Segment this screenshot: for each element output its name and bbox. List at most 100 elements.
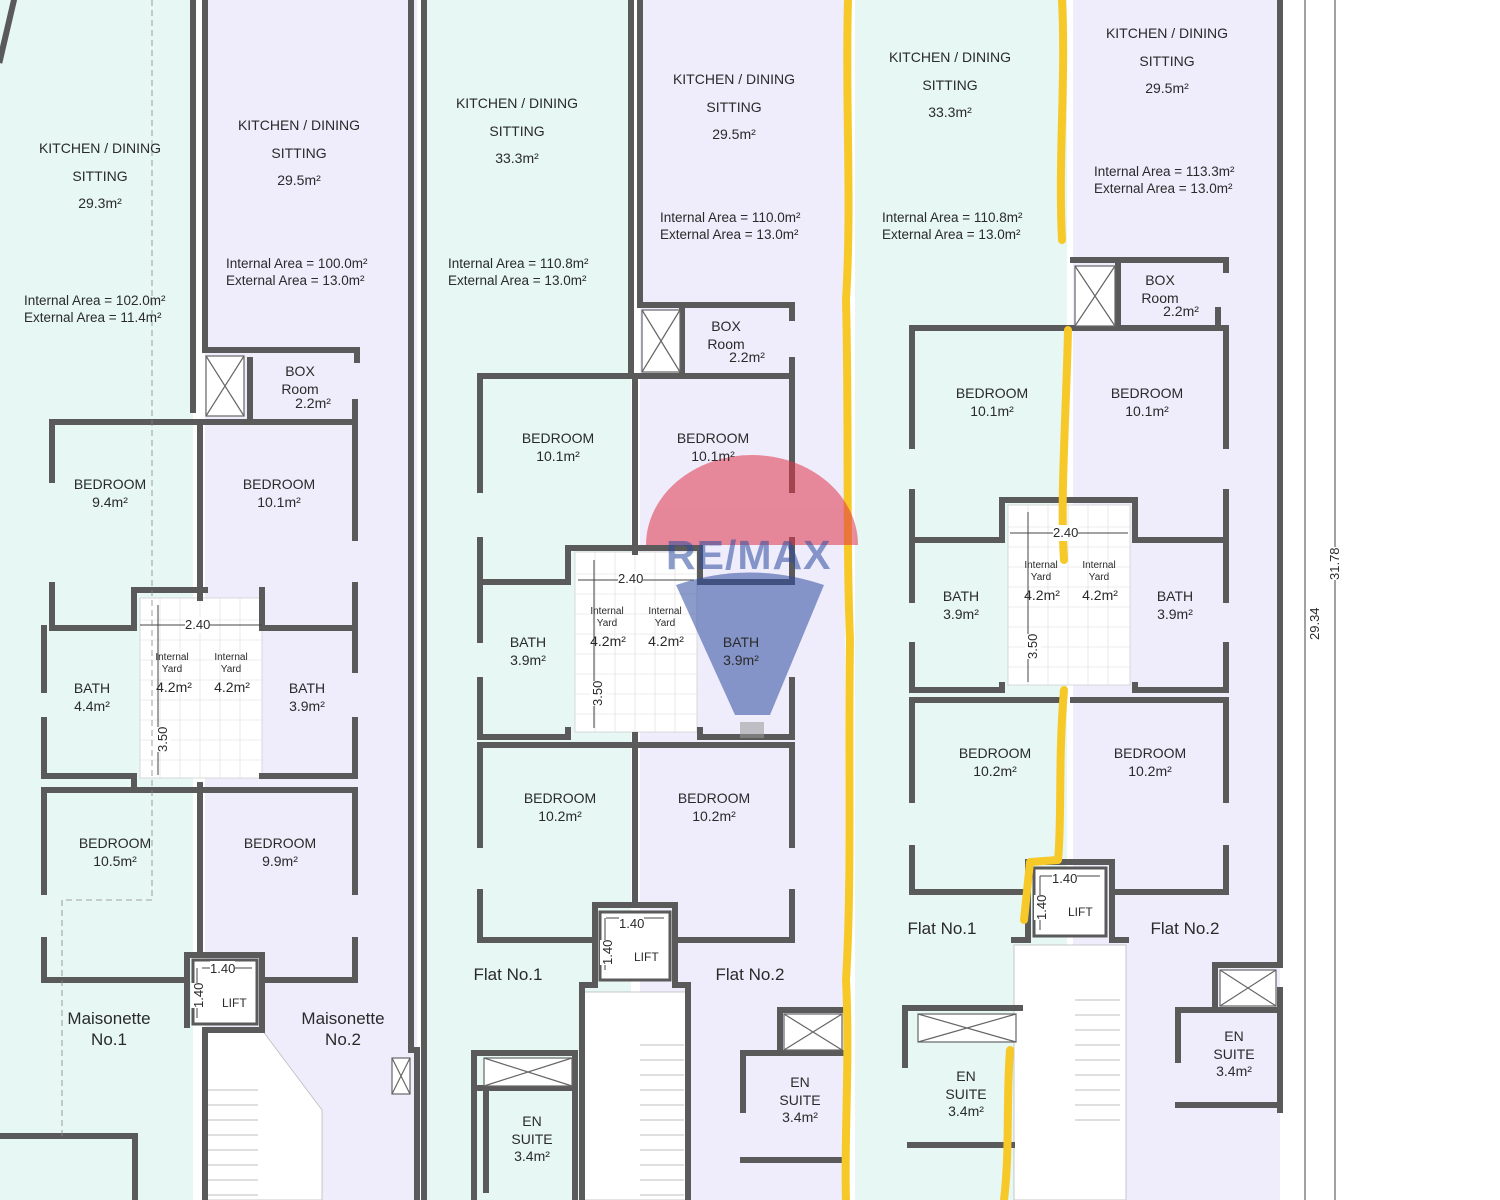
- room-name: EN: [956, 1068, 976, 1084]
- box-room-area: 2.2m²: [729, 349, 765, 367]
- kitchen-title: KITCHEN / DINING: [38, 140, 162, 156]
- yard-width-dim: 2.40: [185, 617, 211, 634]
- room-name: EN: [790, 1074, 810, 1090]
- kitchen-area: 33.3m²: [495, 150, 539, 166]
- yard-area: 4.2m²: [156, 679, 192, 697]
- watermark-balloon: [646, 455, 858, 738]
- yard-area-value: 4.2m²: [214, 679, 250, 695]
- room-name: BEDROOM: [242, 476, 316, 492]
- internal-area: Internal Area = 110.0m²: [660, 210, 801, 225]
- unit-label: Flat No.1: [907, 919, 977, 938]
- kitchen-title: KITCHEN / DINING: [672, 71, 796, 87]
- room-area: 2.2m²: [1163, 303, 1199, 319]
- room-area: 10.1m²: [1125, 402, 1169, 419]
- box-room-area: 2.2m²: [1163, 303, 1199, 321]
- lift-width-dim: 1.40: [619, 916, 645, 933]
- area-summary: Internal Area = 102.0m² External Area = …: [24, 293, 165, 327]
- yard-title: Internal: [1082, 560, 1116, 571]
- lift-depth-dim: 1.40: [191, 982, 208, 1008]
- box-room-label: BOX Room: [281, 363, 318, 398]
- room-name: BOX: [285, 363, 315, 379]
- yard-area-value: 4.2m²: [648, 633, 684, 649]
- room-area: 10.1m²: [970, 402, 1014, 419]
- kitchen-subtitle: SITTING: [271, 144, 327, 161]
- yard-area-value: 4.2m²: [1082, 587, 1118, 603]
- kitchen-area: 29.5m²: [277, 172, 321, 188]
- kitchen-title: KITCHEN / DINING: [888, 49, 1012, 65]
- room-name: BATH: [1156, 588, 1194, 604]
- balloon-basket: [740, 722, 764, 738]
- room-area: 10.1m²: [691, 447, 735, 464]
- internal-area: Internal Area = 113.3m²: [1094, 164, 1235, 179]
- room-name: BEDROOM: [955, 385, 1029, 401]
- room-name: BATH: [509, 634, 547, 650]
- yard-subtitle: Yard: [220, 663, 242, 675]
- internal-area: Internal Area = 102.0m²: [24, 293, 166, 308]
- lift-depth-dim: 1.40: [1034, 894, 1051, 920]
- kitchen-title: KITCHEN / DINING: [237, 117, 361, 133]
- yard-title: Internal: [648, 606, 682, 617]
- yard-area: 4.2m²: [1082, 587, 1118, 605]
- yard-area: 4.2m²: [648, 633, 684, 651]
- room-name-2: SUITE: [779, 1091, 821, 1108]
- external-area: External Area = 13.0m²: [1094, 180, 1233, 196]
- room-name: BEDROOM: [677, 790, 751, 806]
- overall-dim-lines: [1304, 0, 1336, 1200]
- highlight-boundary: [841, 0, 1072, 1200]
- lift-width-dim: 1.40: [210, 961, 236, 978]
- box-room-label: BOX Room: [1141, 272, 1178, 307]
- room-name: BOX: [1145, 272, 1175, 288]
- kitchen-label: KITCHEN / DINING SITTING 29.3m²: [39, 140, 161, 213]
- kitchen-area: 29.5m²: [1145, 80, 1189, 96]
- room-name-2: SUITE: [945, 1085, 987, 1102]
- yard-title: Internal: [590, 606, 624, 617]
- room-area: 4.4m²: [74, 697, 110, 714]
- external-area: External Area = 11.4m²: [24, 309, 162, 325]
- watermark-text: RE/MAX: [666, 532, 832, 578]
- lift-depth-dim: 1.40: [600, 939, 617, 965]
- kitchen-subtitle: SITTING: [922, 76, 978, 93]
- area-summary: Internal Area = 100.0m² External Area = …: [226, 256, 367, 290]
- box-room-area: 2.2m²: [295, 395, 331, 413]
- room-name-2: Room: [1141, 289, 1179, 306]
- room-area: 10.5m²: [93, 852, 137, 869]
- yard-depth-dim: 3.50: [1025, 633, 1042, 659]
- room-area: 3.4m²: [514, 1148, 550, 1164]
- room-name: BEDROOM: [523, 790, 597, 806]
- overall-dim-2: 31.78: [1327, 547, 1344, 580]
- stair-fb: [1013, 944, 1127, 1200]
- lift-width-dim: 1.40: [1052, 871, 1078, 888]
- yard-width-dim: 2.40: [618, 571, 644, 588]
- kitchen-label: KITCHEN / DINING SITTING 33.3m²: [889, 49, 1011, 122]
- room-area: 3.9m²: [723, 651, 759, 668]
- overall-dim-1: 29.34: [1307, 607, 1324, 640]
- room-area: 3.9m²: [943, 605, 979, 622]
- room-area: 10.2m²: [692, 807, 736, 824]
- room-area: 10.1m²: [257, 493, 301, 510]
- staircases: [204, 944, 1127, 1200]
- room-name: BATH: [942, 588, 980, 604]
- yard-subtitle: Yard: [1088, 571, 1110, 583]
- yard-subtitle: Yard: [1030, 571, 1052, 583]
- room-name: EN: [1224, 1028, 1244, 1044]
- kitchen-area: 29.5m²: [712, 126, 756, 142]
- yard-title: Internal: [214, 652, 248, 663]
- balloon-top: [646, 455, 858, 545]
- room-name: BATH: [73, 680, 111, 696]
- external-area: External Area = 13.0m²: [882, 226, 1021, 242]
